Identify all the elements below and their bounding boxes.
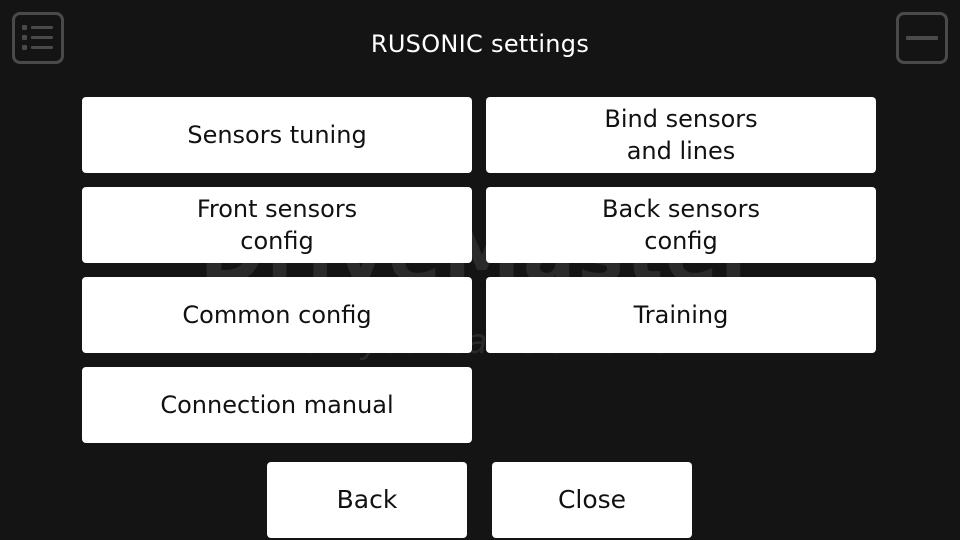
minimize-button[interactable] <box>896 12 948 64</box>
list-menu-icon <box>22 25 53 50</box>
bind-sensors-and-lines-button[interactable]: Bind sensors and lines <box>486 97 876 173</box>
connection-manual-button[interactable]: Connection manual <box>82 367 472 443</box>
menu-button[interactable] <box>12 12 64 64</box>
minimize-icon <box>906 36 938 40</box>
front-sensors-config-button[interactable]: Front sensors config <box>82 187 472 263</box>
close-button[interactable]: Close <box>492 462 692 538</box>
common-config-button[interactable]: Common config <box>82 277 472 353</box>
page-title: RUSONIC settings <box>370 30 590 58</box>
sensors-tuning-button[interactable]: Sensors tuning <box>82 97 472 173</box>
training-button[interactable]: Training <box>486 277 876 353</box>
back-sensors-config-button[interactable]: Back sensors config <box>486 187 876 263</box>
back-button[interactable]: Back <box>267 462 467 538</box>
